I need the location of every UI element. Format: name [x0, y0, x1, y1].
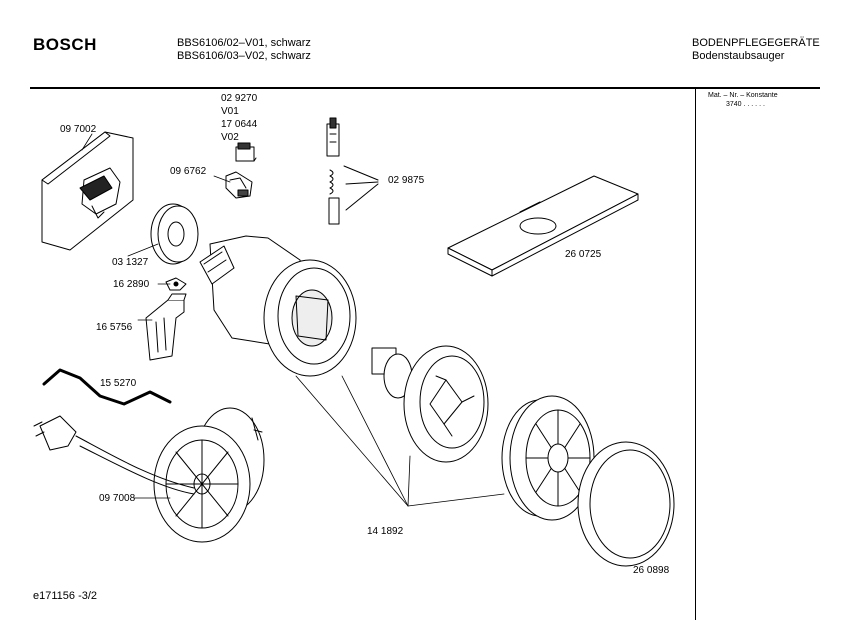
part-label: 16 2890 — [113, 279, 150, 290]
side-panel-header: Mat. – Nr. – Konstante — [708, 92, 778, 99]
wire-bracket — [42, 368, 172, 406]
header-divider — [30, 87, 820, 89]
side-panel-divider — [695, 88, 696, 620]
filter-cup — [501, 395, 595, 521]
part-label: 03 1327 — [112, 257, 149, 268]
leader-lines — [81, 133, 505, 507]
part-label: 26 0898 — [633, 565, 670, 576]
part-label: 16 5756 — [96, 322, 133, 333]
part-label: 15 5270 — [100, 378, 137, 389]
part-label: 26 0725 — [565, 249, 602, 260]
drawing-id: e171156 -3/2 — [33, 590, 98, 602]
category-title: BODENPFLEGEGERÄTE — [692, 37, 820, 49]
part-label: 02 9875 — [388, 175, 425, 186]
seal-ring — [577, 441, 675, 567]
filter-holder-plate — [41, 131, 134, 251]
clip-part — [225, 171, 253, 199]
cover-plate — [447, 175, 639, 277]
brand-logo: BOSCH — [33, 35, 97, 54]
cable-holder — [145, 293, 187, 361]
small-bracket — [165, 277, 187, 291]
part-label: 14 1892 — [367, 526, 404, 537]
motor-housing — [199, 235, 357, 377]
subcategory-title: Bodenstaubsauger — [692, 50, 785, 62]
armature-fan — [371, 345, 489, 463]
part-label: V02 — [221, 132, 239, 143]
model-line-1: BBS6106/02–V01, schwarz — [177, 37, 311, 49]
switch-part — [235, 142, 257, 162]
side-panel-value: 3740 . . . . . . — [726, 101, 765, 108]
part-label: 17 0644 — [221, 119, 258, 130]
part-label: V01 — [221, 106, 239, 117]
part-label: 09 6762 — [170, 166, 207, 177]
part-label: 02 9270 — [221, 93, 258, 104]
part-label: 09 7008 — [99, 493, 136, 504]
power-plug-cable — [33, 415, 195, 495]
carbon-brush-set — [326, 117, 379, 225]
part-label: 09 7002 — [60, 124, 97, 135]
model-line-2: BBS6106/03–V02, schwarz — [177, 50, 311, 62]
cable-reel — [153, 407, 265, 543]
bearing-ring — [150, 203, 199, 265]
